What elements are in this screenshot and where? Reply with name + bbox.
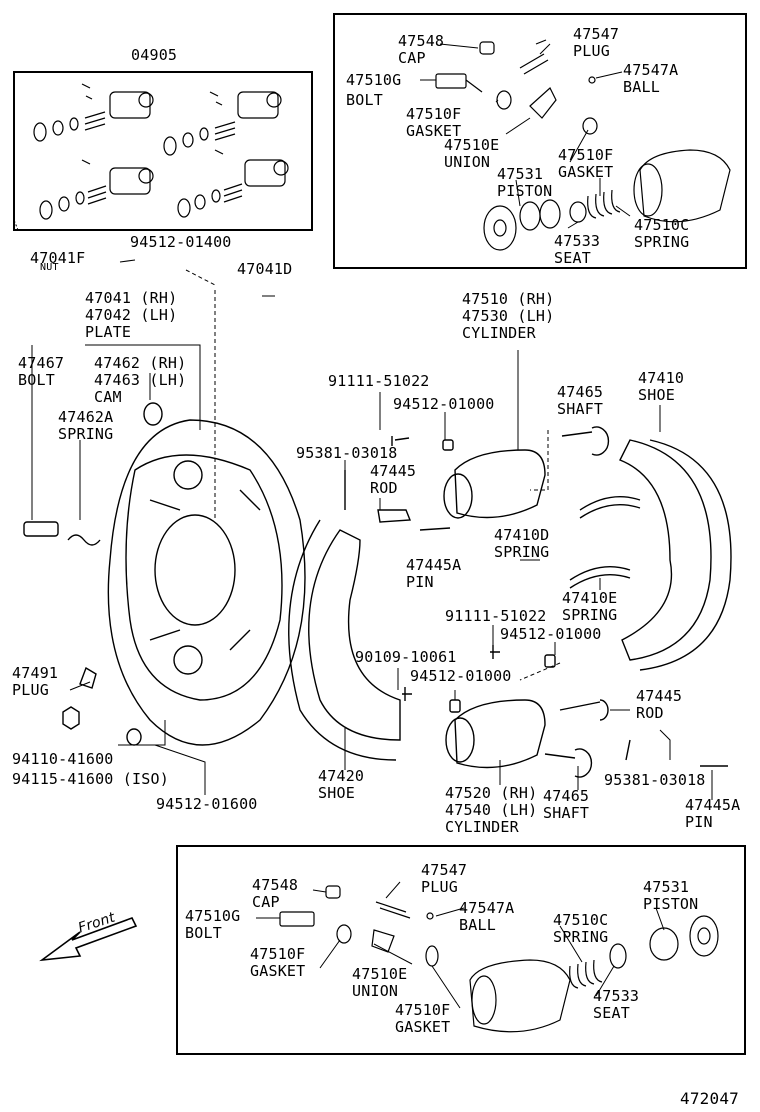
label-washer-94512-01000-lower: 94512-01000 <box>410 667 512 685</box>
figure-id: 472047 <box>680 1089 739 1108</box>
label-bolt-47041d: 47041D <box>237 260 293 278</box>
label-pin-47445a-lower: 47445A PIN <box>685 796 741 831</box>
label-seat-bot: 47533 SEAT <box>593 987 640 1022</box>
label-gasket-f1-top: 47510F GASKET <box>406 105 462 140</box>
label-bolt-47467: 47467 BOLT <box>18 354 65 389</box>
left-shoe-illustration <box>288 519 401 761</box>
label-bolt-91111-lower: 91111-51022 <box>445 607 547 625</box>
label-rod-upper: 47445 ROD <box>370 462 417 497</box>
label-shaft-lower: 47465 SHAFT <box>543 787 590 822</box>
top-inset-illustration <box>333 13 747 269</box>
label-bolt-91111-upper: 91111-51022 <box>328 372 430 390</box>
label-spring-c-top: 47510C SPRING <box>634 216 690 251</box>
label-nut-47041f-sub: NUT <box>40 262 59 273</box>
label-piston-bot: 47531 PISTON <box>643 878 699 913</box>
bottom-inset-illustration <box>176 845 746 1055</box>
label-washer-94512-01000-mid: 94512-01000 <box>500 625 602 643</box>
label-spring-d: 47410D SPRING <box>494 526 550 561</box>
label-shoe-left: 47420 SHOE <box>318 767 365 802</box>
label-spring-c-bot: 47510C SPRING <box>553 911 609 946</box>
label-ball-bot: 47547A BALL <box>459 899 515 934</box>
label-spring-e: 47410E SPRING <box>562 589 618 624</box>
label-gasket-f1-bot: 47510F GASKET <box>250 945 306 980</box>
label-nut-94110: 94110-41600 94115-41600 (ISO) <box>12 750 169 788</box>
label-pin-95381-lower: 95381-03018 <box>604 771 706 789</box>
label-nut-47041f: 47041F <box>30 249 86 267</box>
label-plug-47491: 47491 PLUG <box>12 664 59 699</box>
label-cam: 47462 (RH) 47463 (LH) CAM <box>94 354 187 406</box>
label-cylinder-upper: 47510 (RH) 47530 (LH) CYLINDER <box>462 290 555 342</box>
label-pin-47445a-upper: 47445A PIN <box>406 556 462 591</box>
label-gasket-f2-top: 47510F GASKET <box>558 146 614 181</box>
label-washer-94512-01000-upper: 94512-01000 <box>393 395 495 413</box>
label-bolt-90109: 90109-10061 <box>355 648 457 666</box>
label-shaft-upper: 47465 SHAFT <box>557 383 604 418</box>
label-bolt-bot: 47510G BOLT <box>185 907 241 942</box>
label-plug-top: 47547 PLUG <box>573 25 620 60</box>
repair-kit-illustration <box>13 71 313 231</box>
label-cylinder-lower: 47520 (RH) 47540 (LH) CYLINDER <box>445 784 538 836</box>
backing-plate-illustration <box>23 402 306 746</box>
label-cap-bot: 47548 CAP <box>252 876 299 911</box>
label-kit-04905: 04905 <box>131 46 178 64</box>
label-union-bot: 47510E UNION <box>352 965 408 1000</box>
label-washer-94512-01400: 94512-01400 <box>130 233 232 251</box>
right-shoe-illustration <box>619 439 732 671</box>
label-pin-95381-upper: 95381-03018 <box>296 444 398 462</box>
label-washer-94512-01600: 94512-01600 <box>156 795 258 813</box>
label-spring-47462a: 47462A SPRING <box>58 408 114 443</box>
label-bolt-top: 47510G BOLT <box>346 71 402 109</box>
label-plate: 47041 (RH) 47042 (LH) PLATE <box>85 289 178 341</box>
label-rod-lower: 47445 ROD <box>636 687 683 722</box>
label-union-top: 47510E UNION <box>444 136 500 171</box>
label-ball-top: 47547A BALL <box>623 61 679 96</box>
label-seat-top: 47533 SEAT <box>554 232 601 267</box>
label-cap-top: 47548 CAP <box>398 32 445 67</box>
front-arrow-icon <box>39 917 138 962</box>
label-piston-top: 47531 PISTON <box>497 165 553 200</box>
label-shoe-right: 47410 SHOE <box>638 369 685 404</box>
label-gasket-f2-bot: 47510F GASKET <box>395 1001 451 1036</box>
upper-cylinder-illustration <box>344 426 641 668</box>
leader-lines <box>13 43 713 1009</box>
label-plug-bot: 47547 PLUG <box>421 861 468 896</box>
lower-cylinder-illustration <box>402 687 728 778</box>
